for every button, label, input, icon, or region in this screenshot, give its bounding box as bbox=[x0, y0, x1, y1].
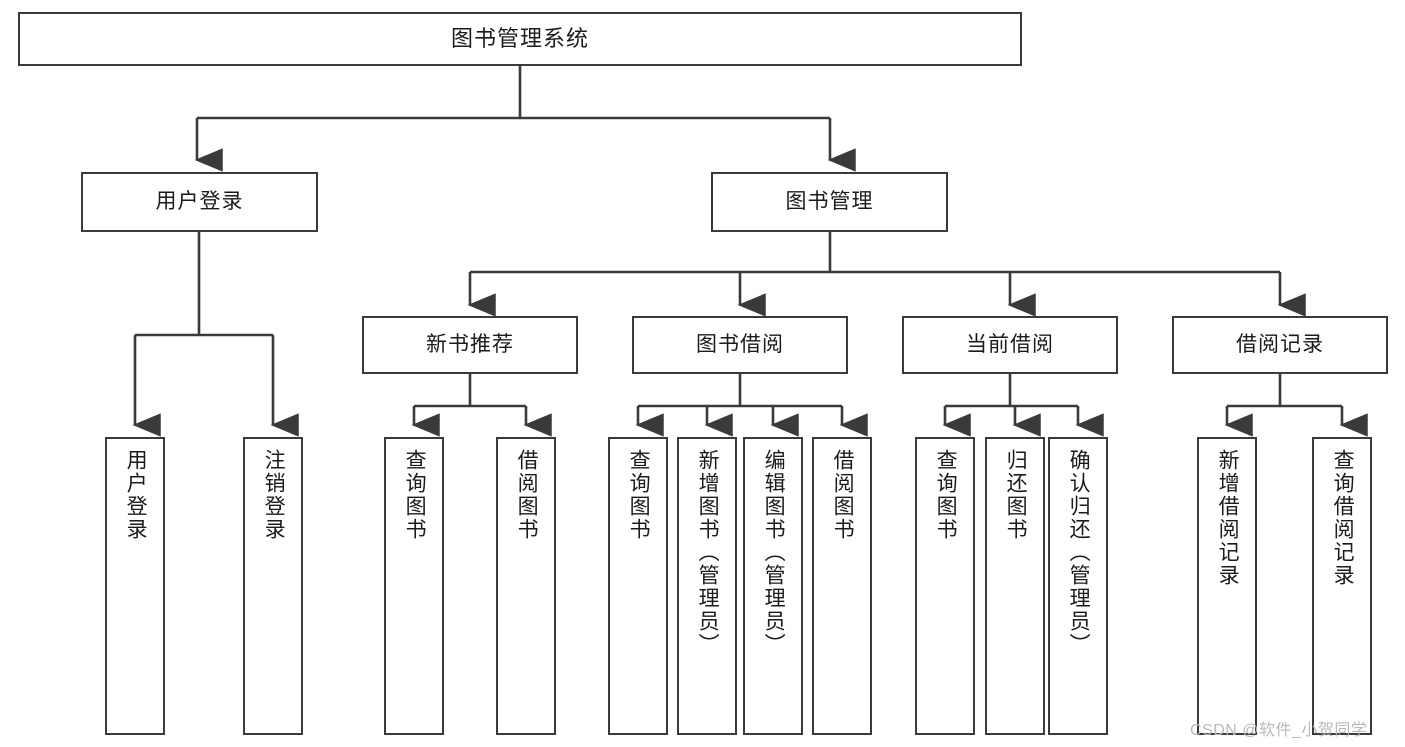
leaf-new-book-borrow-books[interactable]: 借阅图书 bbox=[496, 437, 556, 735]
node-label: 查询图书 bbox=[934, 449, 958, 541]
node-borrow-record[interactable]: 借阅记录 bbox=[1172, 316, 1388, 374]
leaf-book-borrow-edit-book-admin[interactable]: 编辑图书（管理员） bbox=[743, 437, 803, 735]
node-current-borrow[interactable]: 当前借阅 bbox=[902, 316, 1118, 374]
leaf-current-borrow-confirm-return-admin[interactable]: 确认归还（管理员） bbox=[1048, 437, 1108, 735]
node-label: 查询图书 bbox=[403, 449, 427, 541]
node-book-management[interactable]: 图书管理 bbox=[711, 172, 948, 232]
node-new-book-recommend[interactable]: 新书推荐 bbox=[362, 316, 578, 374]
leaf-book-borrow-borrow-books[interactable]: 借阅图书 bbox=[812, 437, 872, 735]
node-user-login[interactable]: 用户登录 bbox=[81, 172, 318, 232]
node-label: 查询借阅记录 bbox=[1331, 449, 1355, 587]
node-label: 新增图书（管理员） bbox=[696, 449, 720, 656]
node-label: 查询图书 bbox=[627, 449, 651, 541]
node-label: 确认归还（管理员） bbox=[1067, 449, 1091, 656]
leaf-borrow-record-query-record[interactable]: 查询借阅记录 bbox=[1312, 437, 1372, 735]
node-label: 图书借阅 bbox=[696, 333, 784, 357]
node-label: 图书管理 bbox=[785, 190, 874, 214]
node-root-book-management-system[interactable]: 图书管理系统 bbox=[18, 12, 1022, 66]
node-label: 借阅图书 bbox=[831, 449, 855, 541]
leaf-current-borrow-query-books[interactable]: 查询图书 bbox=[915, 437, 975, 735]
leaf-new-book-query-books[interactable]: 查询图书 bbox=[384, 437, 444, 735]
leaf-borrow-record-add-record[interactable]: 新增借阅记录 bbox=[1197, 437, 1257, 735]
node-label: 图书管理系统 bbox=[450, 25, 589, 51]
node-label: 用户登录 bbox=[155, 190, 244, 214]
leaf-book-borrow-add-book-admin[interactable]: 新增图书（管理员） bbox=[677, 437, 737, 735]
watermark-text: CSDN @软件_小贺同学 bbox=[1190, 722, 1368, 739]
node-label: 新增借阅记录 bbox=[1216, 449, 1240, 587]
node-label: 借阅图书 bbox=[515, 449, 539, 541]
leaf-user-login-login[interactable]: 用户登录 bbox=[105, 437, 165, 735]
node-label: 当前借阅 bbox=[966, 333, 1054, 357]
node-label: 借阅记录 bbox=[1236, 333, 1324, 357]
node-label: 归还图书 bbox=[1004, 449, 1028, 541]
node-book-borrow[interactable]: 图书借阅 bbox=[632, 316, 848, 374]
node-label: 编辑图书（管理员） bbox=[762, 449, 786, 656]
node-label: 注销登录 bbox=[262, 449, 286, 541]
leaf-current-borrow-return-books[interactable]: 归还图书 bbox=[985, 437, 1045, 735]
leaf-book-borrow-query-books[interactable]: 查询图书 bbox=[608, 437, 668, 735]
leaf-user-login-logout[interactable]: 注销登录 bbox=[243, 437, 303, 735]
node-label: 新书推荐 bbox=[426, 333, 514, 357]
node-label: 用户登录 bbox=[124, 449, 148, 541]
